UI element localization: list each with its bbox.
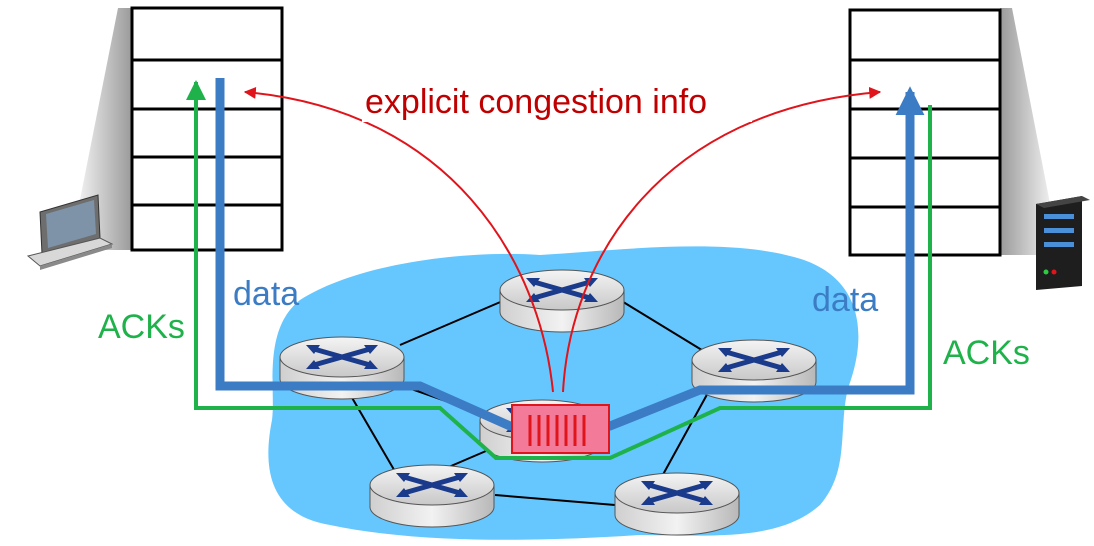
router-icon xyxy=(615,473,739,535)
receiver-protocol-stack xyxy=(848,8,1002,257)
congestion-label-background xyxy=(362,80,752,122)
router-icon xyxy=(500,270,624,332)
congestion-arrow-to-receiver xyxy=(562,86,882,393)
acks-label-right: ACKs xyxy=(943,334,1030,372)
congestion-label: explicit congestion info xyxy=(365,83,707,121)
laptop-icon xyxy=(26,194,114,270)
data-label-right: data xyxy=(812,281,878,319)
server-icon xyxy=(1036,196,1090,290)
queue-icon xyxy=(511,404,610,454)
acks-label-left: ACKs xyxy=(98,308,185,346)
ack-path xyxy=(186,80,932,460)
router-icon xyxy=(370,465,494,527)
sender-shadow xyxy=(70,8,132,250)
data-label-left: data xyxy=(233,275,299,313)
sender-protocol-stack xyxy=(130,6,284,252)
congestion-arrow-to-sender xyxy=(243,86,554,393)
receiver-shadow xyxy=(1000,8,1060,255)
